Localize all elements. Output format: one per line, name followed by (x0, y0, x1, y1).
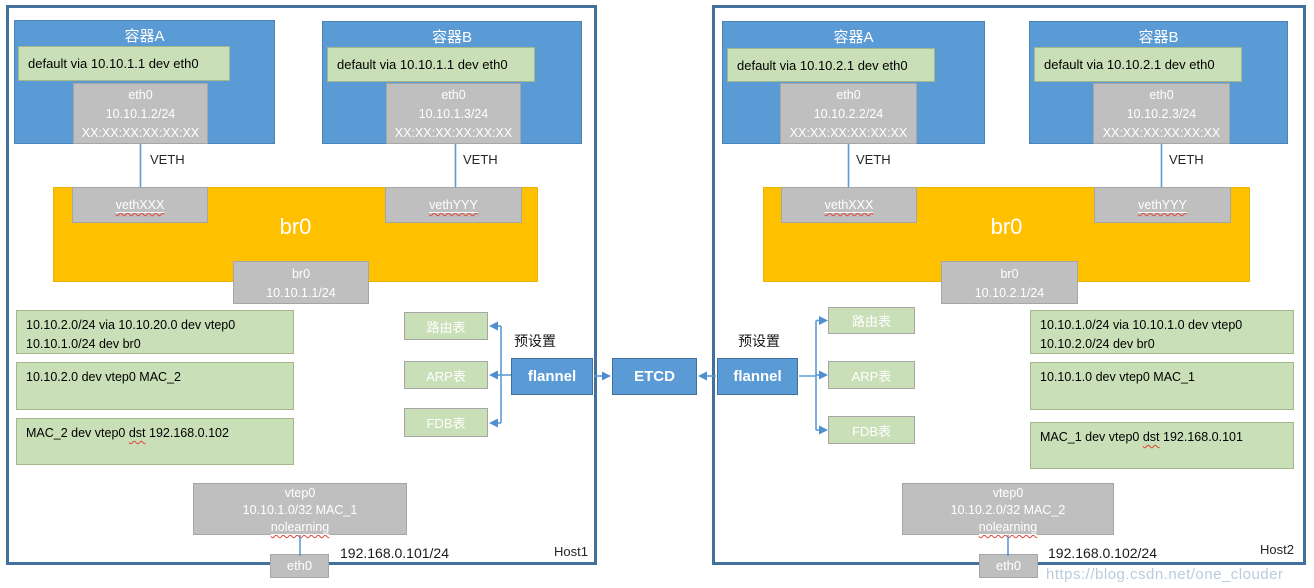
arp-table-note: 10.10.2.0 dev vtep0 MAC_2 (16, 362, 294, 410)
nic-mac: XX:XX:XX:XX:XX:XX (1102, 126, 1221, 140)
arp-table-note: 10.10.1.0 dev vtep0 MAC_1 (1030, 362, 1294, 410)
vtep-addr: 10.10.2.0/32 MAC_2 (950, 503, 1066, 517)
veth-port-label: vethXXX (115, 198, 165, 212)
default-route-note: default via 10.10.1.1 dev eth0 (327, 47, 535, 82)
route-table-note: 10.10.1.0/24 via 10.10.1.0 dev vtep0 10.… (1030, 310, 1294, 354)
flannel-box: flannel (717, 358, 798, 395)
nic-mac: XX:XX:XX:XX:XX:XX (789, 126, 908, 140)
vtep-name: vtep0 (284, 486, 316, 500)
fdb-table-box: FDB表 (828, 416, 915, 444)
default-route-note: default via 10.10.2.1 dev eth0 (727, 48, 935, 82)
arp-line: 10.10.1.0 dev vtep0 MAC_1 (1040, 370, 1195, 384)
etcd-box: ETCD (612, 358, 697, 395)
route-line: 10.10.1.0/24 dev br0 (26, 337, 141, 351)
host-name-label: Host2 (1260, 542, 1294, 557)
nic-name: eth0 (1149, 88, 1174, 102)
veth-label: VETH (463, 152, 498, 167)
nic-name: eth0 (441, 88, 466, 102)
host-ip-label: 192.168.0.102/24 (1048, 545, 1157, 561)
fdb-line: MAC_2 dev vtep0 dst 192.168.0.102 (26, 424, 284, 443)
host-ip-label: 192.168.0.101/24 (340, 545, 449, 561)
host-nic-box: eth0 (270, 554, 329, 578)
nic-ip: 10.10.2.3/24 (1126, 107, 1197, 121)
route-line: 10.10.2.0/24 via 10.10.20.0 dev vtep0 (26, 318, 236, 332)
fdb-post: 192.168.0.102 (149, 426, 229, 440)
arp-table-box: ARP表 (828, 361, 915, 389)
fdb-table-box: FDB表 (404, 408, 488, 437)
arrowhead-left-icon (698, 371, 707, 381)
container-nic-box: eth0 10.10.2.2/24 XX:XX:XX:XX:XX:XX (780, 83, 917, 144)
vtep-flag: nolearning (978, 520, 1038, 534)
vtep-flag: nolearning (270, 520, 330, 534)
nic-name: eth0 (128, 88, 153, 102)
vtep-addr: 10.10.1.0/32 MAC_1 (242, 503, 358, 517)
nic-ip: 10.10.2.2/24 (813, 107, 884, 121)
veth-port-label: vethYYY (1138, 198, 1187, 212)
route-table-box: 路由表 (404, 312, 488, 340)
fdb-pre: MAC_1 dev vtep0 (1040, 430, 1140, 444)
fdb-table-note: MAC_1 dev vtep0 dst 192.168.0.101 (1030, 422, 1294, 469)
bridge-veth-port: vethXXX (781, 187, 917, 223)
nic-ip: 10.10.1.2/24 (105, 107, 176, 121)
vtep-box: vtep0 10.10.2.0/32 MAC_2 nolearning (902, 483, 1114, 535)
arrowhead-right-icon (602, 371, 611, 381)
route-table-box: 路由表 (828, 307, 915, 334)
container-nic-box: eth0 10.10.1.3/24 XX:XX:XX:XX:XX:XX (386, 83, 521, 144)
fdb-dst-word: dst (1142, 430, 1160, 444)
fdb-pre: MAC_2 dev vtep0 (26, 426, 126, 440)
default-route-note: default via 10.10.1.1 dev eth0 (18, 46, 230, 81)
route-line: 10.10.2.0/24 dev br0 (1040, 337, 1155, 351)
veth-label: VETH (150, 152, 185, 167)
fdb-dst-word: dst (128, 426, 146, 440)
route-table-note: 10.10.2.0/24 via 10.10.20.0 dev vtep0 10… (16, 310, 294, 354)
fdb-table-note: MAC_2 dev vtep0 dst 192.168.0.102 (16, 418, 294, 465)
arp-table-box: ARP表 (404, 361, 488, 389)
bridge-addr-box: br0 10.10.2.1/24 (941, 261, 1078, 304)
arp-line: 10.10.2.0 dev vtep0 MAC_2 (26, 370, 181, 384)
veth-port-label: vethYYY (429, 198, 478, 212)
veth-label: VETH (1169, 152, 1204, 167)
bridge-addr-ip: 10.10.2.1/24 (974, 286, 1045, 300)
bridge-addr-name: br0 (291, 267, 311, 281)
nic-mac: XX:XX:XX:XX:XX:XX (81, 126, 200, 140)
default-route-note: default via 10.10.2.1 dev eth0 (1034, 47, 1242, 82)
container-nic-box: eth0 10.10.1.2/24 XX:XX:XX:XX:XX:XX (73, 83, 208, 144)
bridge-addr-name: br0 (1000, 267, 1019, 281)
bridge-veth-port: vethXXX (72, 187, 208, 223)
veth-label: VETH (856, 152, 891, 167)
preset-label: 预设置 (514, 333, 556, 349)
vtep-box: vtep0 10.10.1.0/32 MAC_1 nolearning (193, 483, 407, 535)
nic-name: eth0 (836, 88, 861, 102)
watermark: https://blog.csdn.net/one_clouder (1046, 566, 1284, 583)
bridge-veth-port: vethYYY (1094, 187, 1231, 223)
container-nic-box: eth0 10.10.2.3/24 XX:XX:XX:XX:XX:XX (1093, 83, 1230, 144)
host-nic-box: eth0 (979, 554, 1038, 578)
fdb-post: 192.168.0.101 (1163, 430, 1243, 444)
fdb-line: MAC_1 dev vtep0 dst 192.168.0.101 (1040, 428, 1284, 447)
preset-label: 预设置 (738, 333, 780, 349)
vtep-name: vtep0 (992, 486, 1024, 500)
flannel-box: flannel (511, 358, 593, 395)
nic-ip: 10.10.1.3/24 (418, 107, 489, 121)
veth-port-label: vethXXX (824, 198, 874, 212)
bridge-addr-box: br0 10.10.1.1/24 (233, 261, 369, 304)
nic-mac: XX:XX:XX:XX:XX:XX (394, 126, 513, 140)
route-line: 10.10.1.0/24 via 10.10.1.0 dev vtep0 (1040, 318, 1243, 332)
host-name-label: Host1 (554, 544, 588, 559)
bridge-veth-port: vethYYY (385, 187, 522, 223)
bridge-addr-ip: 10.10.1.1/24 (266, 286, 336, 300)
